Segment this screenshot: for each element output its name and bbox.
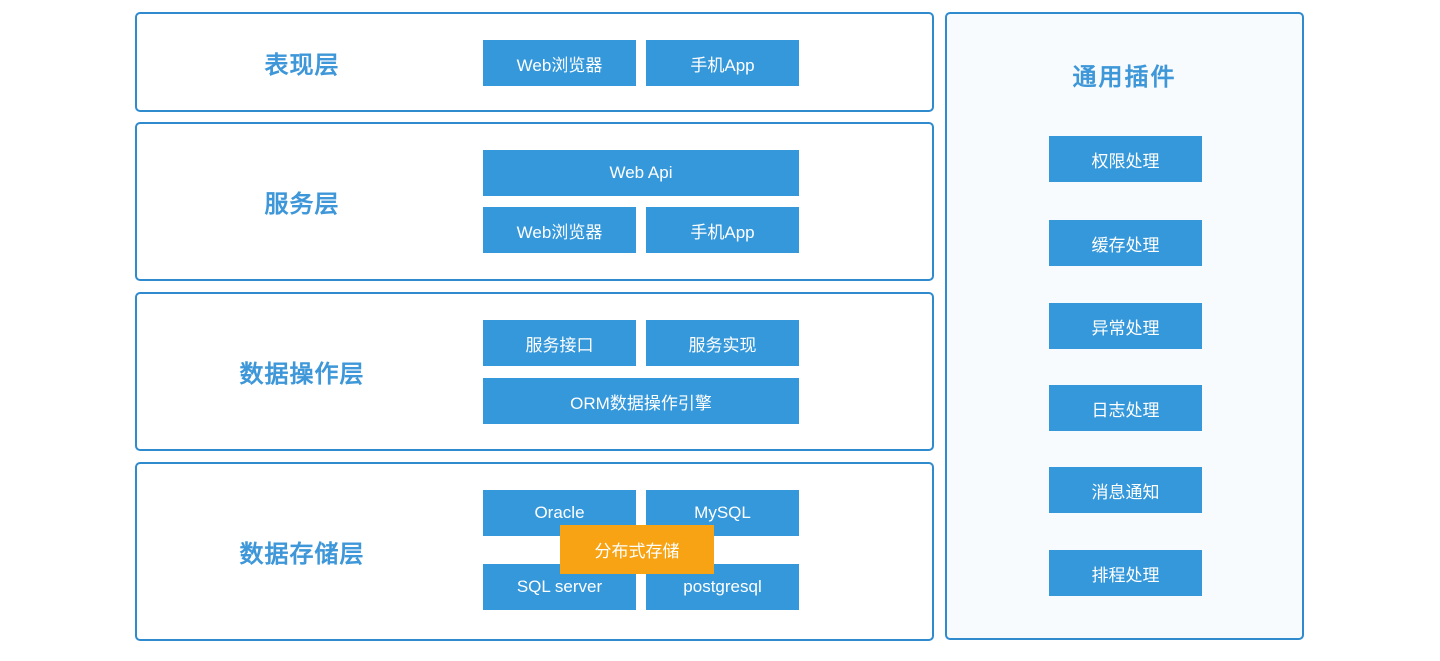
service-interface-block: 服务接口 (483, 320, 636, 366)
oracle-block: Oracle (483, 490, 636, 536)
presentation-layer-label: 表现层 (264, 51, 340, 79)
web-browser-block-service: Web浏览器 (483, 207, 636, 253)
data-storage-layer-box: 数据存储层 Oracle MySQL SQL server postgresql… (135, 462, 934, 641)
exception-handling-block: 异常处理 (1049, 303, 1202, 349)
distributed-storage-badge: 分布式存储 (560, 525, 714, 574)
schedule-handling-block: 排程处理 (1049, 550, 1202, 596)
data-operation-layer-label: 数据操作层 (239, 361, 365, 388)
mobile-app-block-service: 手机App (646, 207, 799, 253)
service-implementation-block: 服务实现 (646, 320, 799, 366)
sql-server-block: SQL server (483, 564, 636, 610)
common-plugins-title: 通用插件 (1072, 63, 1177, 91)
mobile-app-block: 手机App (646, 40, 799, 86)
cache-handling-block: 缓存处理 (1049, 220, 1202, 266)
orm-engine-block: ORM数据操作引擎 (483, 378, 799, 424)
postgresql-block: postgresql (646, 564, 799, 610)
presentation-layer-box: 表现层 Web浏览器 手机App (135, 12, 934, 112)
web-browser-block: Web浏览器 (483, 40, 636, 86)
message-notification-block: 消息通知 (1049, 467, 1202, 513)
data-storage-layer-label: 数据存储层 (239, 541, 365, 568)
web-api-block: Web Api (483, 150, 799, 196)
data-operation-layer-box: 数据操作层 服务接口 服务实现 ORM数据操作引擎 (135, 292, 934, 451)
service-layer-label: 服务层 (264, 191, 340, 218)
permission-handling-block: 权限处理 (1049, 136, 1202, 182)
common-plugins-panel: 通用插件 权限处理 缓存处理 异常处理 日志处理 消息通知 排程处理 (945, 12, 1304, 640)
service-layer-box: 服务层 Web Api Web浏览器 手机App (135, 122, 934, 281)
log-handling-block: 日志处理 (1049, 385, 1202, 431)
